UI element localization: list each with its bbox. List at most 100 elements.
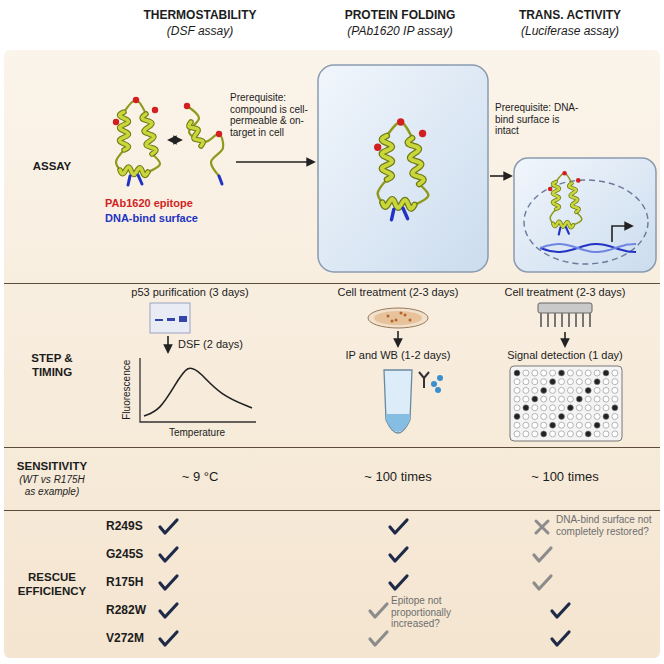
culture-dish (368, 308, 428, 328)
p53-protein (419, 130, 426, 137)
row-header: RESCUE EFFICIENCY (4, 511, 100, 658)
well-plate (576, 414, 582, 420)
check-mark (160, 548, 177, 561)
well-plate (532, 405, 538, 411)
well-plate (514, 431, 520, 437)
axis-label: Temperature (152, 427, 242, 439)
well-plate (514, 387, 520, 393)
well-plate (541, 379, 547, 385)
check-mark (160, 576, 177, 589)
mutant-label: V272M (106, 632, 156, 646)
step-label: Cell treatment (2-3 days) (490, 286, 640, 299)
p53-protein (553, 182, 559, 209)
multichannel-pipette (540, 313, 542, 327)
well-plate (550, 414, 556, 420)
step-arrow (398, 331, 399, 346)
well-plate (523, 405, 529, 411)
well-plate (603, 396, 609, 402)
well-plate (559, 431, 565, 437)
well-plate (612, 405, 618, 411)
p53-protein (382, 136, 392, 180)
p53-protein (142, 114, 156, 154)
row-title: ASSAY (13, 160, 91, 174)
check-mark (534, 548, 551, 561)
culture-dish (391, 320, 394, 323)
well-plate (585, 431, 591, 437)
column-header: PROTEIN FOLDING (315, 9, 485, 23)
column-subtitle: (PAb1620 IP assay) (315, 25, 485, 39)
well-plate (559, 414, 565, 420)
culture-dish (404, 314, 407, 317)
step-arrow (397, 331, 399, 346)
p53-protein (573, 212, 582, 225)
well-plate (523, 396, 529, 402)
well-plate (594, 405, 600, 411)
well-plate (585, 405, 591, 411)
p53-protein (408, 138, 424, 184)
p53-protein (119, 112, 128, 150)
unfolded-protein (184, 103, 190, 109)
step-label: IP and WB (1-2 days) (328, 349, 468, 362)
well-plate (514, 370, 520, 376)
transcription-arrow (612, 226, 632, 242)
check-mark (390, 576, 407, 589)
dna-strand (540, 244, 636, 252)
rescue-note: Epitope not proportionally increased? (391, 595, 477, 630)
multichannel-pipette (561, 313, 563, 327)
cell-outline (318, 65, 488, 272)
p53-protein (120, 167, 148, 175)
p53-protein (548, 187, 553, 192)
ip-tube (419, 372, 429, 388)
well-plate (559, 379, 565, 385)
row-header: SENSITIVITY(WT vs R175H as example) (4, 448, 100, 510)
well-plate (567, 422, 573, 428)
step-label: p53 purification (3 days) (115, 286, 265, 299)
check-mark (552, 604, 569, 617)
p53-protein (374, 118, 428, 219)
well-plate (612, 414, 618, 420)
row-subtitle: (WT vs R175H as example) (13, 474, 91, 498)
well-plate (541, 431, 547, 437)
gel-image (179, 316, 187, 322)
check-mark (390, 576, 407, 589)
culture-dish (368, 308, 428, 328)
check-mark (390, 520, 407, 533)
check-mark (370, 604, 387, 617)
well-plate (567, 379, 573, 385)
transcription-arrow (612, 226, 632, 242)
well-plate (585, 379, 591, 385)
gel-image (150, 303, 190, 333)
legend-text: DNA-bind surface (105, 212, 198, 224)
well-plate (594, 431, 600, 437)
well-plate (567, 396, 573, 402)
well-plate (594, 379, 600, 385)
well-plate (510, 366, 622, 441)
legend-swatch: PAb1620 epitope (105, 197, 193, 209)
p53-protein (559, 228, 560, 234)
sensitivity-value: ~ 9 °C (140, 470, 260, 485)
well-plate (559, 405, 565, 411)
p53-protein (562, 171, 567, 176)
multichannel-pipette (554, 313, 556, 327)
cell-outline (514, 158, 656, 272)
well-plate (594, 414, 600, 420)
well-plate (603, 405, 609, 411)
check-mark (370, 632, 387, 645)
well-plate (532, 431, 538, 437)
well-plate (567, 370, 573, 376)
step-label: DSF (2 days) (178, 338, 258, 351)
well-plate (612, 387, 618, 393)
ip-tube (431, 381, 437, 387)
p53-protein (403, 208, 408, 218)
check-mark (534, 576, 551, 589)
well-plate (603, 414, 609, 420)
well-plate (550, 370, 556, 376)
check-mark (160, 632, 177, 645)
dsf-curve (140, 358, 256, 422)
well-plate (514, 396, 520, 402)
well-plate (567, 414, 573, 420)
row-title: RESCUE EFFICIENCY (13, 571, 91, 599)
p53-protein (566, 227, 569, 233)
dna-strand (540, 244, 636, 252)
check-mark (160, 520, 177, 533)
